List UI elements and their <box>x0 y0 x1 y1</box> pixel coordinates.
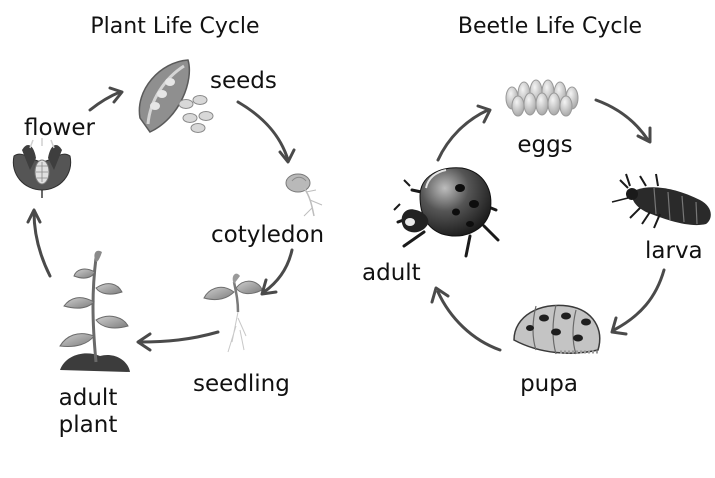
beetle-cycle-title: Beetle Life Cycle <box>458 14 642 39</box>
stage-label-adult-plant-line2: plant <box>59 412 118 438</box>
stage-label-flower: flower <box>24 115 96 141</box>
beetle-cycle-arrow-pupa-to-adult <box>432 288 500 350</box>
sprouting-seed-icon <box>286 174 322 216</box>
plant-cycle-arrow-adult-plant-to-flower <box>28 210 50 276</box>
beetle-cycle-arrow-larva-to-pupa <box>612 270 664 334</box>
stage-label-seedling: seedling <box>193 371 290 397</box>
ladybug-icon <box>394 168 498 256</box>
seedling-icon <box>204 274 262 352</box>
seed-pod-icon <box>139 60 213 133</box>
beetle-cycle-arrow-adult-to-eggs <box>438 106 490 160</box>
beetle-cycle-arrow-eggs-to-larva <box>596 100 650 142</box>
stage-label-adult: adult <box>362 260 421 286</box>
larva-icon <box>612 174 711 228</box>
plant-cycle-title: Plant Life Cycle <box>90 14 259 39</box>
stage-label-seeds: seeds <box>210 68 277 94</box>
plant-cycle-arrow-seedling-to-adult-plant <box>138 332 218 350</box>
stage-label-adult-plant-line1: adult <box>59 385 118 411</box>
plant-cycle-arrow-seeds-to-cotyledon <box>238 102 294 162</box>
plant-cycle-arrow-flower-to-seeds <box>90 88 122 110</box>
plant-life-cycle: Plant Life Cycle seeds cotyledon <box>13 14 324 438</box>
flower-icon <box>13 138 70 198</box>
stage-label-pupa: pupa <box>520 371 578 397</box>
stage-label-larva: larva <box>645 238 703 264</box>
stage-label-cotyledon: cotyledon <box>211 222 324 248</box>
pupa-icon <box>514 305 600 354</box>
adult-plant-icon <box>60 251 130 372</box>
stage-label-eggs: eggs <box>517 132 572 158</box>
plant-cycle-arrow-cotyledon-to-seedling <box>262 250 292 294</box>
beetle-life-cycle: Beetle Life Cycle eggs larva <box>362 14 711 397</box>
eggs-icon <box>506 80 578 116</box>
